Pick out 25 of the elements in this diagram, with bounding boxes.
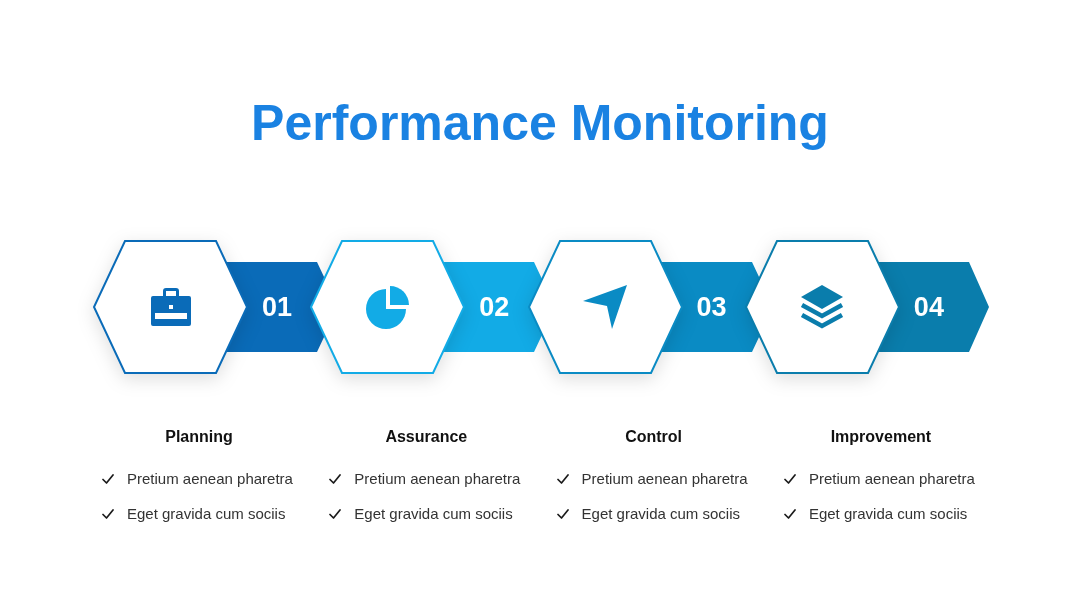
step-number: 03 <box>696 292 727 322</box>
bullet-text: Eget gravida cum sociis <box>808 505 968 523</box>
arrow-band <box>659 262 760 352</box>
step-title: Planning <box>165 427 233 447</box>
hexagon-tile <box>93 240 248 374</box>
title: Performance Monitoring <box>251 95 829 151</box>
step-title: Assurance <box>385 427 468 447</box>
arrow-band <box>876 262 989 352</box>
hexagon-tile <box>310 240 466 374</box>
arrow-band <box>225 262 325 352</box>
step-number: 04 <box>913 292 944 322</box>
bullet-text: Pretium aenean pharetra <box>354 470 521 488</box>
step-title: Control <box>625 427 683 447</box>
bullet-text: Pretium aenean pharetra <box>127 470 293 488</box>
bullet-text: Eget gravida cum sociis <box>581 505 740 523</box>
step-number: 01 <box>262 292 292 322</box>
bullet-text: Pretium aenean pharetra <box>581 470 748 488</box>
bullet-text: Eget gravida cum sociis <box>127 505 286 523</box>
bullet-text: Eget gravida cum sociis <box>354 505 513 523</box>
step-number: 02 <box>479 292 510 322</box>
hexagon-tile <box>527 240 683 374</box>
hexagon-tile <box>744 240 900 374</box>
bullet-text: Pretium aenean pharetra <box>808 470 975 488</box>
arrow-band <box>442 262 543 352</box>
step-title: Improvement <box>830 427 932 447</box>
